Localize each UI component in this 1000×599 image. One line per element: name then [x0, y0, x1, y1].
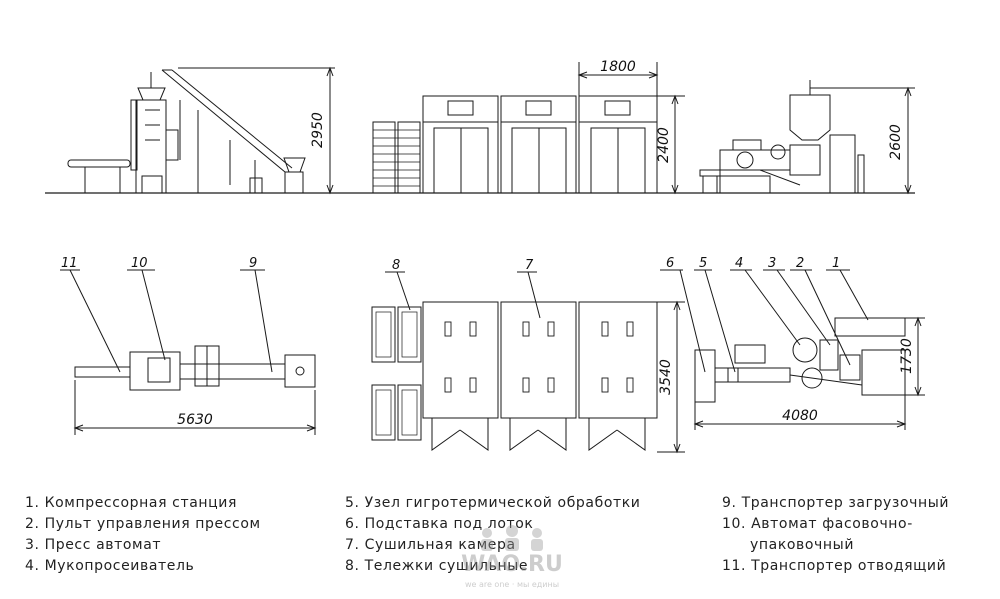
legend-item-8: 8. Тележки сушильные: [345, 558, 529, 574]
legend-item-6: 6. Подставка под лоток: [345, 516, 534, 532]
legend-column-3: 9. Транспортер загрузочный 10. Автомат ф…: [722, 493, 949, 577]
watermark-slogan: we are one · мы едины: [465, 580, 559, 589]
callout-5: 5: [699, 256, 707, 271]
plan-view: 11 10 9 5630: [60, 256, 925, 454]
legend-item-3: 3. Пресс автомат: [25, 537, 162, 553]
dim-3540: 3540: [658, 359, 674, 395]
callout-6: 6: [666, 256, 674, 271]
legend-item-7: 7. Сушильная камера: [345, 537, 516, 553]
callout-11: 11: [61, 256, 78, 271]
loading-conveyor-elevation: [161, 69, 306, 194]
legend-item-11: 11. Транспортер отводящий: [722, 558, 947, 574]
press-line-plan: [694, 317, 906, 403]
press-line-elevation: [699, 80, 865, 194]
dim-1800: 1800: [600, 59, 636, 75]
drying-carts-plan: [371, 306, 422, 441]
legend-item-4: 4. Мукопросеиватель: [25, 558, 195, 574]
outlet-conveyor-elevation: [67, 159, 131, 193]
legend-column-1: 1. Компрессорная станция 2. Пульт управл…: [25, 493, 261, 577]
drying-carts-elevation: [372, 121, 421, 194]
legend-item-10: 10. Автомат фасовочно-: [722, 516, 913, 532]
callout-7: 7: [525, 258, 534, 273]
legend-item-5: 5. Узел гигротермической обработки: [345, 495, 641, 511]
callout-8: 8: [392, 258, 400, 273]
dim-2400: 2400: [656, 127, 672, 163]
callouts-left: 11 10 9: [60, 256, 273, 373]
packing-automat-elevation: [130, 72, 179, 194]
dimension-4080: 4080: [693, 395, 907, 430]
callout-3: 3: [768, 256, 776, 271]
legend-item-10-cont: упаковочный: [750, 537, 855, 553]
dimension-5630: 5630: [73, 380, 317, 435]
dimension-3540: 3540: [657, 300, 685, 454]
legend-item-9: 9. Транспортер загрузочный: [722, 495, 950, 511]
watermark-text: WAO.RU: [461, 552, 563, 577]
callout-10: 10: [131, 256, 148, 271]
drying-chambers-plan: [422, 301, 658, 451]
dimension-2600: 2600: [810, 86, 915, 195]
dimension-1800: 1800: [577, 59, 659, 96]
watermark-figures-icon: [481, 525, 543, 551]
callouts-middle: 8 7: [385, 258, 541, 319]
legend-item-2: 2. Пульт управления прессом: [25, 516, 261, 532]
dimension-2950: 2950: [178, 66, 335, 195]
dimension-2400: 2400: [656, 94, 685, 195]
packing-section-plan: [74, 345, 316, 391]
legend-column-2: 5. Узел гигротермической обработки 6. По…: [345, 493, 641, 577]
dim-4080: 4080: [782, 408, 818, 424]
callouts-right: 6 5 4 3 2 1: [660, 256, 869, 373]
callout-1: 1: [832, 256, 840, 271]
legend-item-1: 1. Компрессорная станция: [25, 495, 238, 511]
dimension-1730: 1730: [899, 316, 925, 397]
watermark-logo: WAO.RU we are one · мы едины: [461, 525, 563, 589]
elevation-view: 2950: [45, 59, 915, 195]
callout-9: 9: [249, 256, 257, 271]
dim-2600: 2600: [888, 124, 904, 160]
dim-2950: 2950: [310, 112, 326, 148]
dim-5630: 5630: [177, 412, 213, 428]
dim-1730: 1730: [899, 338, 915, 374]
callout-2: 2: [796, 256, 804, 271]
drying-chambers-elevation: [422, 95, 658, 194]
callout-4: 4: [735, 256, 743, 271]
